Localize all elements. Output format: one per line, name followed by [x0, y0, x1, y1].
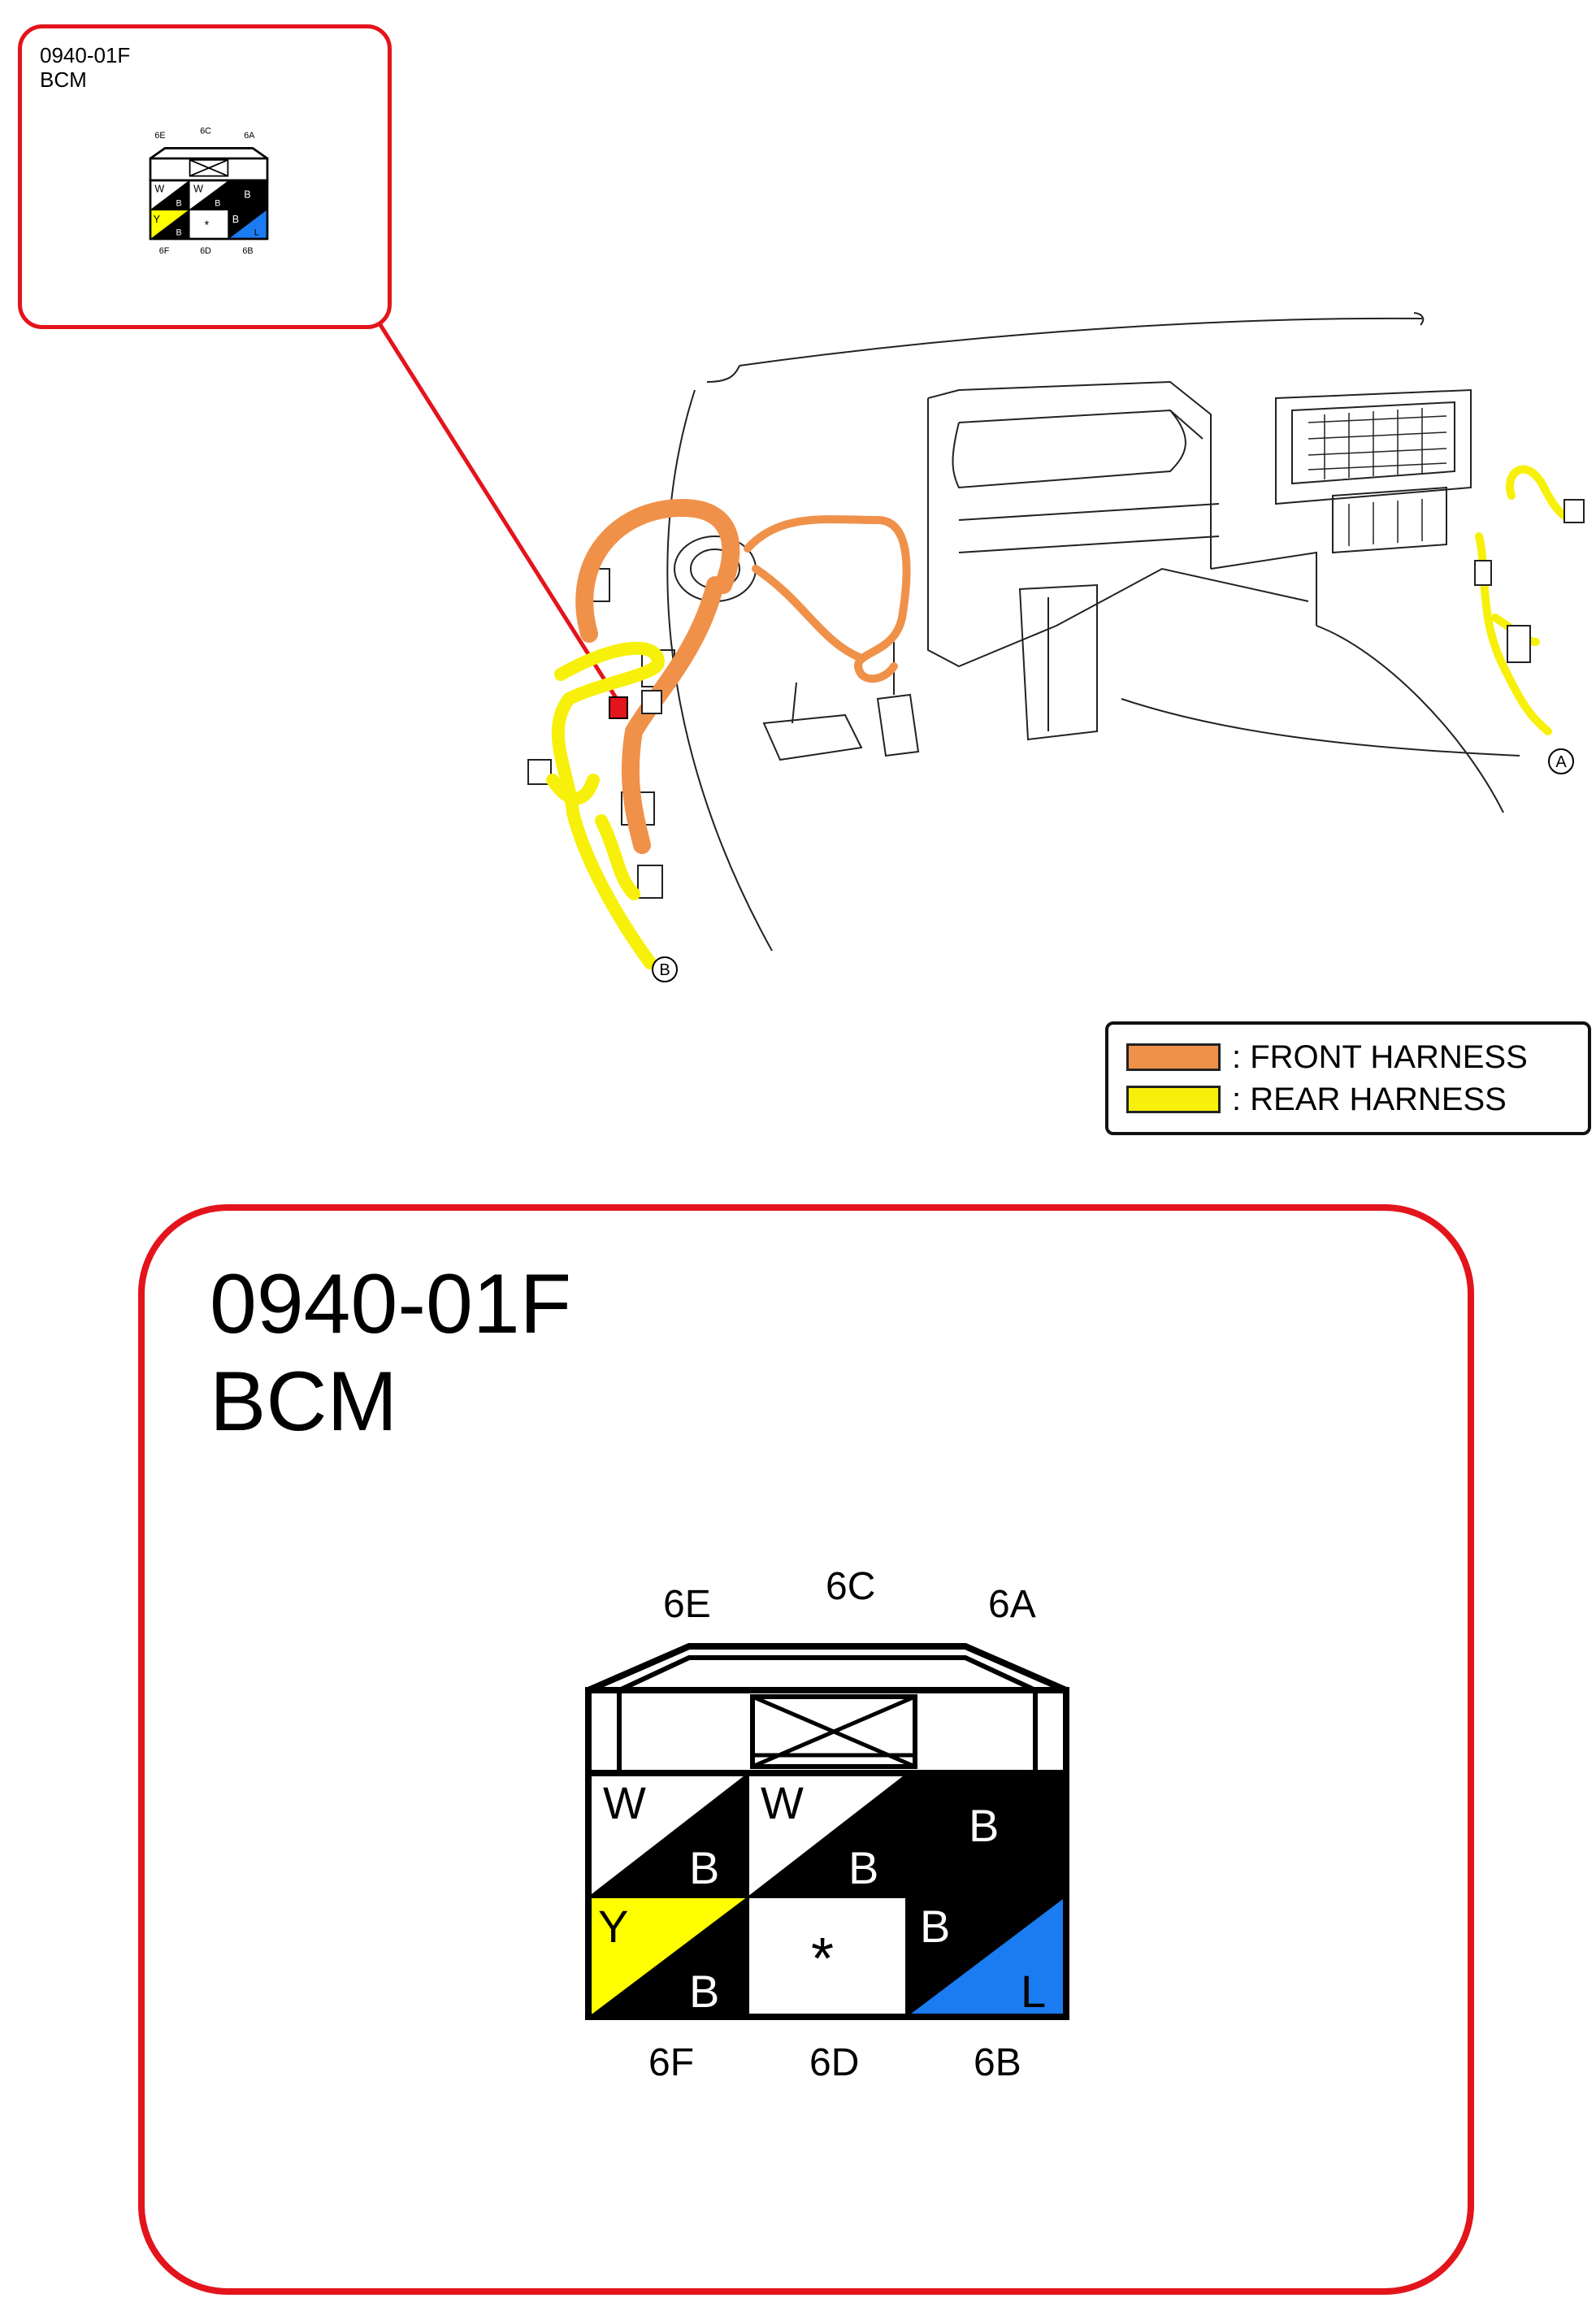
pin-label-6A-small: 6A: [244, 131, 255, 141]
cell-6C: W B: [748, 1773, 907, 1897]
cell-6B: B L: [907, 1897, 1066, 2017]
connector-title-large: 0940-01F BCM: [210, 1255, 571, 1450]
pin-label-6E: 6E: [663, 1583, 711, 1626]
cell-6B-primary: B: [920, 1901, 950, 1952]
pin-label-6C: 6C: [826, 1565, 875, 1608]
cell-6F-primary: Y: [598, 1901, 628, 1952]
cell-6C-stripe: B: [848, 1842, 878, 1893]
harness-legend: : FRONT HARNESS : REAR HARNESS: [1105, 1021, 1591, 1135]
pin-label-6D: 6D: [809, 2041, 859, 2084]
pin-label-6B: 6B: [974, 2041, 1021, 2084]
cell-6E-primary: W: [603, 1777, 646, 1828]
pin-label-6F-small: 6F: [159, 246, 170, 256]
pin-label-6E-small: 6E: [154, 131, 165, 141]
svg-text:W: W: [193, 183, 203, 194]
front-harness-swatch: [1126, 1043, 1221, 1071]
cell-6F-stripe: B: [689, 1966, 719, 2017]
svg-text:*: *: [205, 219, 210, 232]
pin-label-6C-small: 6C: [200, 126, 211, 136]
svg-text:B: B: [176, 199, 182, 209]
connector-face-large: 6E 6C 6A W B W B B: [585, 1565, 1069, 2084]
cell-6A-primary: B: [969, 1800, 999, 1851]
cell-6A: B: [907, 1773, 1066, 1897]
connector-code-large: 0940-01F: [210, 1257, 572, 1351]
front-harness-label: : FRONT HARNESS: [1232, 1039, 1528, 1075]
legend-row-front: : FRONT HARNESS: [1126, 1039, 1528, 1075]
pin-label-6F: 6F: [648, 2041, 694, 2084]
rear-harness-swatch: [1126, 1086, 1221, 1113]
connector-title-small: 0940-01F BCM: [40, 43, 130, 92]
cell-6E-stripe: B: [689, 1842, 719, 1893]
connector-callout-small: 0940-01F BCM 6E 6C 6A W B W B B Y B * B …: [18, 24, 392, 329]
svg-text:B: B: [244, 189, 250, 201]
marker-a: A: [1555, 753, 1567, 771]
connector-face-small: 6E 6C 6A W B W B B Y B * B L 6F 6D 6B: [149, 126, 269, 256]
connector-code-small: 0940-01F: [40, 43, 131, 67]
cell-6C-primary: W: [761, 1777, 804, 1828]
connector-name-small: BCM: [40, 67, 87, 92]
cell-6D: *: [748, 1897, 907, 2017]
marker-b: B: [659, 961, 670, 979]
svg-text:B: B: [176, 228, 182, 238]
pin-label-6B-small: 6B: [242, 246, 253, 256]
pin-label-6D-small: 6D: [200, 246, 211, 256]
svg-text:L: L: [254, 228, 259, 238]
legend-row-rear: : REAR HARNESS: [1126, 1082, 1507, 1117]
connector-name-large: BCM: [210, 1355, 398, 1449]
pin-label-6A: 6A: [988, 1583, 1036, 1626]
svg-text:Y: Y: [154, 214, 161, 225]
connector-detail-large: 0940-01F BCM 6E 6C 6A W B W B: [138, 1204, 1474, 2295]
svg-text:B: B: [232, 214, 239, 225]
cell-6E: W B: [588, 1773, 748, 1897]
cell-6F: Y B: [588, 1897, 748, 2017]
cell-6D-primary: *: [811, 1927, 834, 1992]
rear-harness-label: : REAR HARNESS: [1232, 1082, 1507, 1117]
cell-6B-stripe: L: [1021, 1966, 1046, 2017]
svg-text:B: B: [215, 199, 220, 209]
dashboard-harness-illustration: A B: [527, 312, 1585, 982]
svg-text:W: W: [154, 183, 164, 194]
